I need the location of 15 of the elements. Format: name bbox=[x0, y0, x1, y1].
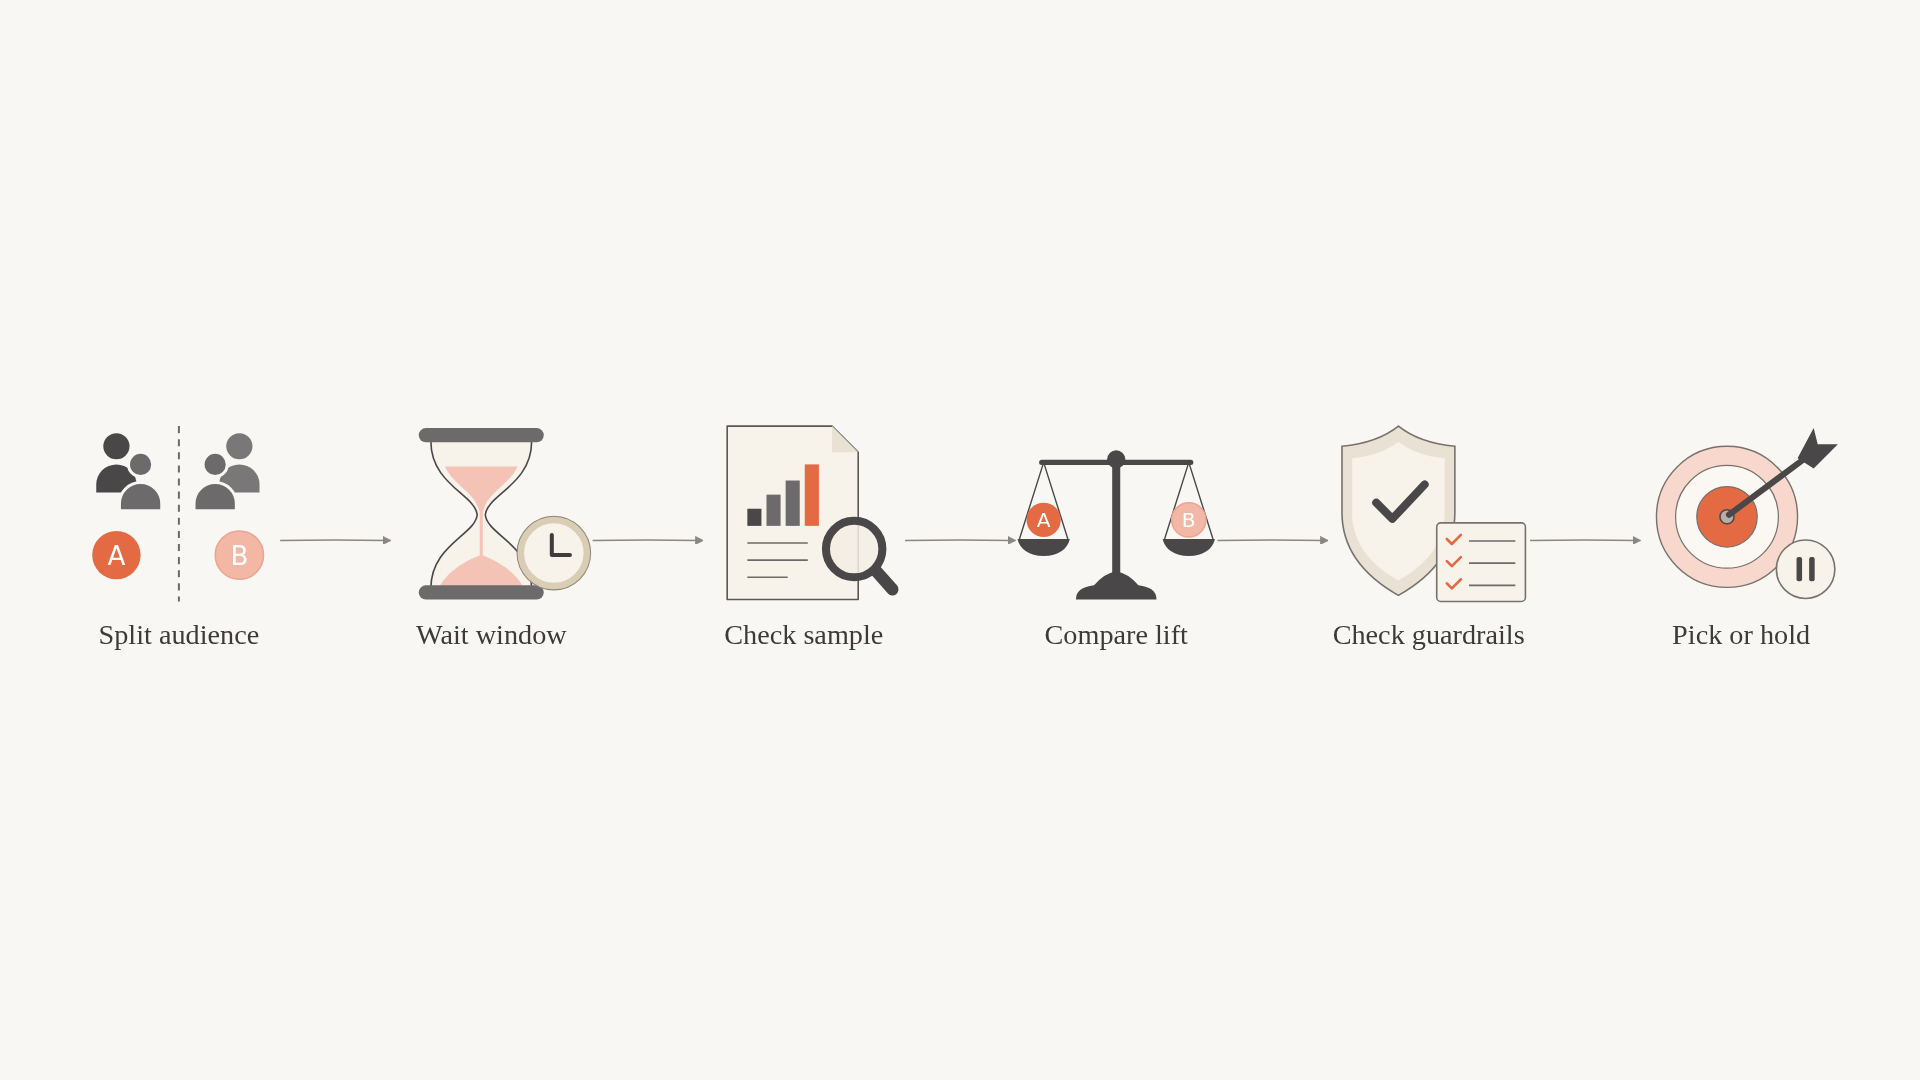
step-label: Split audience bbox=[97, 617, 261, 652]
step-label: Pick or hold bbox=[1671, 617, 1812, 652]
variant-badge: B bbox=[1170, 501, 1207, 538]
arrow bbox=[1529, 536, 1642, 545]
step-label: Compare lift bbox=[1043, 617, 1189, 652]
variant-badge: B bbox=[214, 530, 265, 581]
variant-badge: A bbox=[1026, 502, 1061, 537]
step-label: Check guardrails bbox=[1331, 617, 1526, 652]
variant-badge: A bbox=[92, 530, 141, 580]
step-label: Wait window bbox=[415, 617, 568, 652]
step-label: Check sample bbox=[723, 617, 885, 652]
arrow bbox=[904, 536, 1017, 545]
arrow bbox=[279, 536, 392, 545]
arrow bbox=[591, 536, 704, 545]
arrow bbox=[1216, 536, 1329, 545]
